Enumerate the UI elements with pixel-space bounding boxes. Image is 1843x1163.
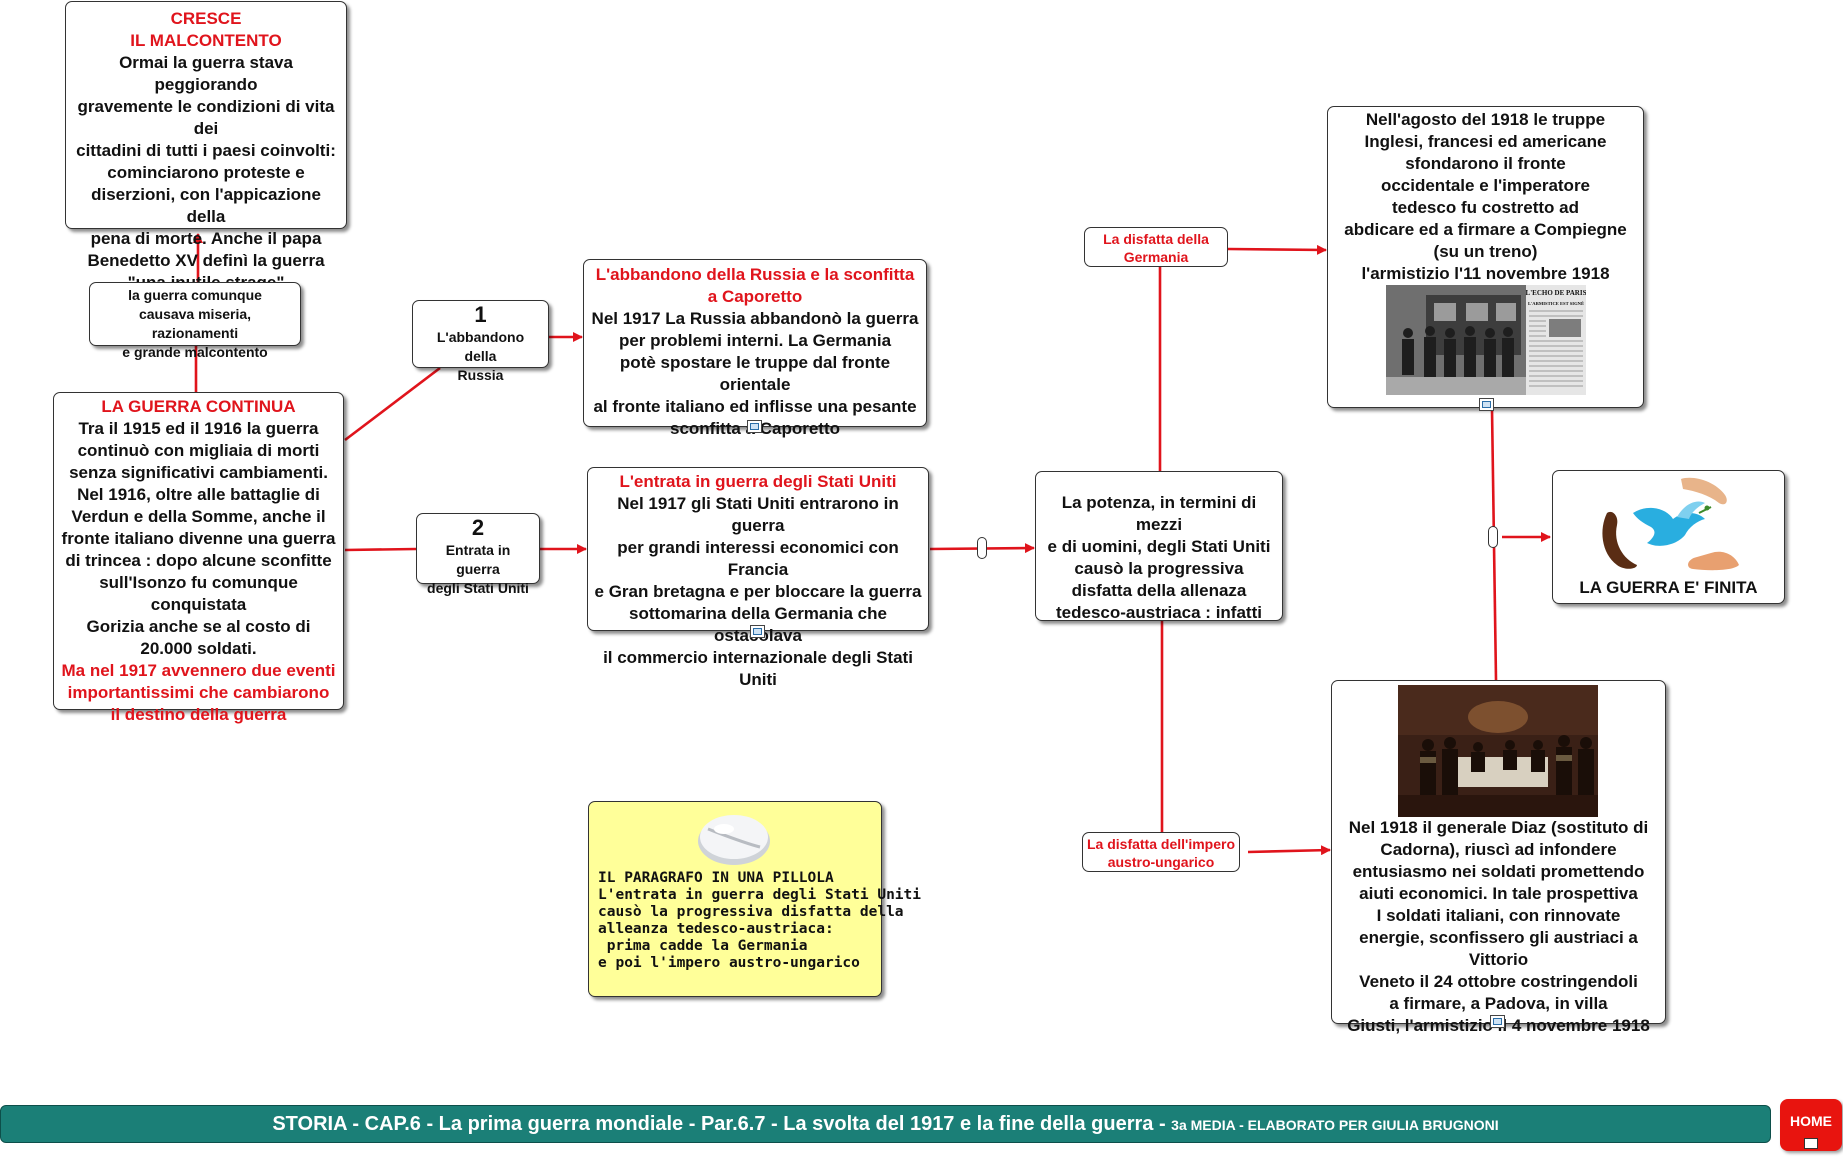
villa-giusti-painting-image	[1398, 685, 1598, 817]
event2-number: 2	[471, 515, 485, 540]
malcontento-title: CRESCE	[170, 9, 242, 28]
malcontento-title: IL MALCONTENTO	[130, 31, 282, 50]
edge-continua-event1	[344, 366, 441, 442]
continua-title: LA GUERRA CONTINUA	[101, 397, 296, 416]
edge-connector	[977, 537, 987, 559]
edge-continua-event2	[344, 547, 417, 552]
footer-title-bar: STORIA - CAP.6 - La prima guerra mondial…	[0, 1105, 1771, 1143]
pill-icon	[698, 815, 770, 865]
edge-connector	[1488, 526, 1498, 548]
austria-label[interactable]: La disfatta dell'impero austro-ungarico	[1082, 832, 1240, 872]
potenza-node[interactable]: La potenza, in termini di mezzi e di uom…	[1035, 471, 1283, 622]
note-icon[interactable]	[1479, 398, 1494, 411]
armistizio-germania-node[interactable]: Nell'agosto del 1918 le truppe Inglesi, …	[1327, 106, 1644, 408]
guerra-finita-node[interactable]: LA GUERRA E' FINITA	[1552, 470, 1785, 604]
germania-label[interactable]: La disfatta della Germania	[1084, 227, 1228, 267]
newspaper-masthead: L'ECHO DE PARIS	[1526, 289, 1586, 297]
russia-node[interactable]: L'abbandono della Russia e la sconfitta …	[583, 259, 927, 438]
miseria-node[interactable]: la guerra comunque causava miseria, razi…	[89, 282, 301, 360]
footer-title: STORIA - CAP.6 - La prima guerra mondial…	[272, 1113, 1172, 1135]
dove-hands-icon	[1602, 477, 1739, 571]
note-icon[interactable]	[1490, 1015, 1505, 1028]
edge-austria-armistizio	[1247, 845, 1331, 856]
guerra-continua-node[interactable]: LA GUERRA CONTINUA Tra il 1915 ed il 191…	[53, 392, 344, 724]
event2-node[interactable]: 2 Entrata in guerra degli Stati Uniti	[416, 513, 540, 596]
note-icon[interactable]	[750, 625, 765, 638]
home-button[interactable]: HOME	[1780, 1099, 1842, 1151]
edge-germania-armistizio	[1227, 244, 1327, 255]
pillola-node[interactable]: IL PARAGRAFO IN UNA PILLOLA L'entrata in…	[588, 801, 921, 997]
armistizio-austria-node[interactable]: Nel 1918 il generale Diaz (sostituto di …	[1331, 680, 1666, 1035]
home-icon	[1804, 1138, 1818, 1149]
event1-number: 1	[474, 302, 487, 327]
malcontento-node[interactable]: CRESCE IL MALCONTENTO Ormai la guerra st…	[65, 1, 347, 292]
guerra-finita-label: LA GUERRA E' FINITA	[1579, 578, 1758, 597]
event1-node[interactable]: 1 L'abbandono della Russia	[412, 300, 549, 383]
footer-subtitle: 3a MEDIA - ELABORATO PER GIULIA BRUGNONI	[1171, 1117, 1499, 1133]
newspaper-headline: L'ARMISTICE EST SIGNÉ	[1528, 301, 1584, 306]
home-label: HOME	[1790, 1113, 1832, 1129]
usa-node[interactable]: L'entrata in guerra degli Stati Uniti Ne…	[587, 467, 929, 689]
note-icon[interactable]	[747, 420, 762, 433]
armistice-photo-image: L'ECHO DE PARIS L'ARMISTICE EST SIGNÉ	[1386, 285, 1586, 395]
